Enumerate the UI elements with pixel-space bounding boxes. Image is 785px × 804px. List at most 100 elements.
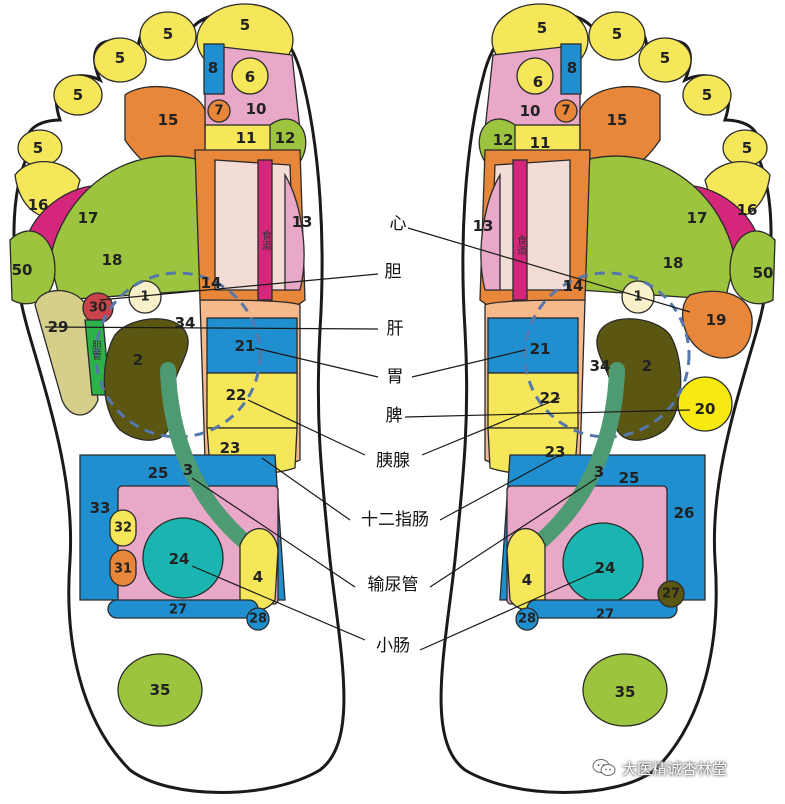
left-label-33: 33: [90, 499, 111, 517]
left-label-30: 30: [89, 301, 107, 316]
right-label-6: 6: [533, 73, 543, 91]
left-zone-13: [214, 159, 296, 291]
left-label-2: 2: [133, 351, 143, 369]
left-zone-28: [246, 607, 270, 631]
right-label-27: 27: [596, 608, 614, 623]
left-label-10: 10: [246, 100, 267, 118]
left-label-13: 13: [292, 213, 313, 231]
right-label-24: 24: [595, 559, 616, 577]
right-label-13: 13: [473, 217, 494, 235]
right-label-27b: 27: [662, 587, 680, 602]
right-label-19: 19: [706, 311, 727, 329]
leader-duodenum-right: [439, 454, 561, 521]
left-label-15: 15: [158, 111, 179, 129]
left-zone-35: [117, 653, 203, 727]
right-zone-13b: [480, 172, 501, 291]
right-label-21: 21: [530, 340, 551, 358]
leader-ureter-left: [191, 477, 356, 588]
leader-liver: [44, 326, 379, 330]
right-zone-35: [582, 653, 668, 727]
right-label-12: 12: [493, 131, 514, 149]
right-esophagus-text: 食道: [515, 234, 527, 255]
left-label-3: 3: [183, 461, 193, 479]
watermark-text: 大医精诚杏林堂: [622, 759, 728, 778]
left-toe-2: [139, 11, 197, 61]
right-label-toe4: 5: [702, 86, 712, 104]
right-label-18: 18: [663, 254, 684, 272]
right-zone-28: [515, 607, 539, 631]
right-zone-8: [560, 43, 582, 95]
left-label-17: 17: [78, 209, 99, 227]
leader-small-intestine-right: [419, 569, 601, 651]
right-label-35: 35: [615, 683, 636, 701]
right-zone-4: [506, 527, 546, 611]
left-label-21: 21: [235, 337, 256, 355]
left-label-7: 7: [214, 104, 223, 119]
right-label-50: 50: [753, 264, 774, 282]
left-label-18: 18: [102, 251, 123, 269]
right-label-26: 26: [674, 504, 695, 522]
left-zone-7: [207, 99, 231, 123]
left-label-4: 4: [253, 568, 263, 586]
left-label-24: 24: [169, 550, 190, 568]
left-esophagus: [257, 159, 273, 301]
right-label-17: 17: [687, 209, 708, 227]
label-gallbladder: 胆: [385, 262, 402, 282]
left-label-1: 1: [140, 290, 149, 305]
left-label-toe5: 5: [33, 139, 43, 157]
leader-heart: [407, 227, 691, 313]
left-gallduct-text: 胆管: [90, 340, 102, 361]
left-label-34: 34: [175, 314, 196, 332]
label-heart: 心: [390, 214, 407, 234]
left-label-11: 11: [236, 129, 257, 147]
leader-stomach-right: [411, 349, 526, 378]
right-label-toe5: 5: [742, 139, 752, 157]
right-zone-6: [516, 57, 554, 95]
right-label-28: 28: [518, 612, 536, 627]
right-label-4: 4: [522, 571, 532, 589]
left-label-35: 35: [150, 681, 171, 699]
left-label-8: 8: [208, 59, 218, 77]
left-label-23: 23: [220, 439, 241, 457]
right-label-25: 25: [619, 469, 640, 487]
left-label-toe4: 5: [73, 86, 83, 104]
label-ureter: 输尿管: [368, 575, 419, 595]
left-label-31: 31: [114, 562, 132, 577]
left-foot: 5 5 5 5 5 8 6 7 10 11 12 15 16 17 18 50 …: [9, 3, 346, 794]
left-label-12: 12: [275, 129, 296, 147]
right-label-toe1: 5: [537, 19, 547, 37]
left-zone-50: [9, 230, 56, 305]
left-label-toe3: 5: [115, 49, 125, 67]
left-ureter: [160, 362, 263, 558]
leader-stomach-left: [254, 347, 379, 378]
right-label-11: 11: [530, 134, 551, 152]
right-label-8: 8: [567, 59, 577, 77]
right-zone-50: [729, 230, 776, 305]
right-label-34: 34: [590, 357, 611, 375]
right-zone-20: [677, 376, 733, 432]
right-zone-13: [489, 159, 571, 291]
leader-gallbladder: [99, 273, 379, 301]
left-label-27: 27: [169, 603, 187, 618]
label-liver: 肝: [387, 319, 404, 339]
label-pancreas: 胰腺: [376, 451, 410, 471]
left-zone-13b: [284, 172, 305, 291]
right-esophagus: [512, 159, 528, 301]
left-zone-22: [206, 372, 298, 429]
left-zone-32: [109, 509, 137, 547]
label-spleen: 脾: [386, 406, 403, 426]
leader-pancreas-left: [247, 399, 366, 456]
right-zone-7: [554, 99, 578, 123]
label-stomach: 胃: [387, 367, 404, 387]
right-label-7: 7: [561, 104, 570, 119]
right-foot: 5 5 5 5 5 8 6 7 10 11 12 15 16 17 18 50 …: [439, 3, 776, 794]
left-label-32: 32: [114, 521, 132, 536]
leader-duodenum-left: [261, 457, 351, 521]
right-label-15: 15: [607, 111, 628, 129]
leader-pancreas-right: [421, 397, 561, 456]
left-label-16: 16: [28, 196, 49, 214]
left-label-22: 22: [226, 386, 247, 404]
left-label-50: 50: [12, 261, 33, 279]
right-label-toe3: 5: [660, 49, 670, 67]
